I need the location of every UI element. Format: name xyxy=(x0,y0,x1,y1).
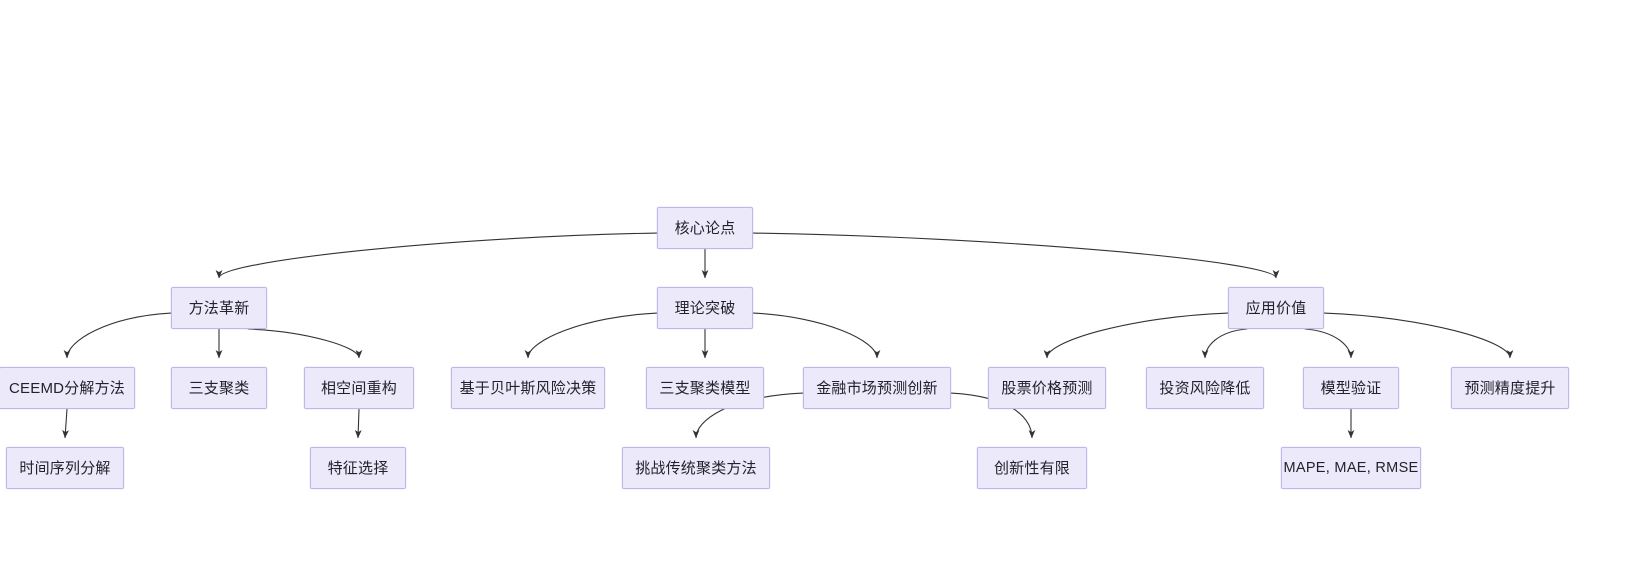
node-challenge[interactable]: 挑战传统聚类方法 xyxy=(622,447,770,489)
node-label-limited: 创新性有限 xyxy=(993,459,1070,477)
node-label-validate: 模型验证 xyxy=(1320,379,1382,397)
edge-phase-to-featsel xyxy=(354,408,362,439)
edge-theory-to-bayes xyxy=(524,312,658,359)
node-theory[interactable]: 理论突破 xyxy=(657,287,753,329)
node-metrics[interactable]: MAPE, MAE, RMSE xyxy=(1281,447,1421,489)
edge-applied-to-riskdown xyxy=(1201,328,1248,359)
node-label-metrics: MAPE, MAE, RMSE xyxy=(1283,459,1419,476)
node-core[interactable]: 核心论点 xyxy=(657,207,753,249)
node-label-tri3: 三支聚类 xyxy=(188,379,250,397)
edge-method-to-phase xyxy=(247,328,363,359)
node-label-riskdown: 投资风险降低 xyxy=(1159,379,1251,397)
node-label-accuracy: 预测精度提升 xyxy=(1464,379,1556,397)
node-riskdown[interactable]: 投资风险降低 xyxy=(1146,367,1264,409)
node-tsdecomp[interactable]: 时间序列分解 xyxy=(6,447,124,489)
edge-method-to-ceemd xyxy=(63,312,172,359)
edge-applied-to-stock xyxy=(1043,312,1229,359)
node-label-applied: 应用价值 xyxy=(1245,299,1307,317)
edge-core-to-applied xyxy=(752,232,1280,279)
node-label-featsel: 特征选择 xyxy=(327,459,389,477)
node-validate[interactable]: 模型验证 xyxy=(1303,367,1399,409)
node-label-bayes: 基于贝叶斯风险决策 xyxy=(459,379,597,397)
node-label-core: 核心论点 xyxy=(674,219,736,237)
node-trimodel[interactable]: 三支聚类模型 xyxy=(646,367,764,409)
node-limited[interactable]: 创新性有限 xyxy=(977,447,1087,489)
node-stock[interactable]: 股票价格预测 xyxy=(988,367,1106,409)
edge-theory-to-finance xyxy=(752,312,881,359)
node-ceemd[interactable]: CEEMD分解方法 xyxy=(0,367,135,409)
node-label-finance: 金融市场预测创新 xyxy=(816,379,938,397)
edge-ceemd-to-tsdecomp xyxy=(62,408,69,439)
edge-paths xyxy=(62,232,1514,439)
node-label-trimodel: 三支聚类模型 xyxy=(659,379,751,397)
node-accuracy[interactable]: 预测精度提升 xyxy=(1451,367,1569,409)
node-label-phase: 相空间重构 xyxy=(320,379,397,397)
node-finance[interactable]: 金融市场预测创新 xyxy=(803,367,951,409)
node-phase[interactable]: 相空间重构 xyxy=(304,367,414,409)
node-label-tsdecomp: 时间序列分解 xyxy=(19,459,111,477)
edge-core-to-method xyxy=(215,232,658,279)
node-label-challenge: 挑战传统聚类方法 xyxy=(635,459,757,477)
node-tri3[interactable]: 三支聚类 xyxy=(171,367,267,409)
node-bayes[interactable]: 基于贝叶斯风险决策 xyxy=(451,367,605,409)
node-label-theory: 理论突破 xyxy=(674,299,736,317)
node-label-stock: 股票价格预测 xyxy=(1001,379,1093,397)
node-featsel[interactable]: 特征选择 xyxy=(310,447,406,489)
edge-applied-to-validate xyxy=(1304,328,1355,359)
node-method[interactable]: 方法革新 xyxy=(171,287,267,329)
node-label-ceemd: CEEMD分解方法 xyxy=(9,379,125,397)
node-applied[interactable]: 应用价值 xyxy=(1228,287,1324,329)
node-label-method: 方法革新 xyxy=(188,299,250,317)
edge-applied-to-accuracy xyxy=(1323,312,1514,359)
